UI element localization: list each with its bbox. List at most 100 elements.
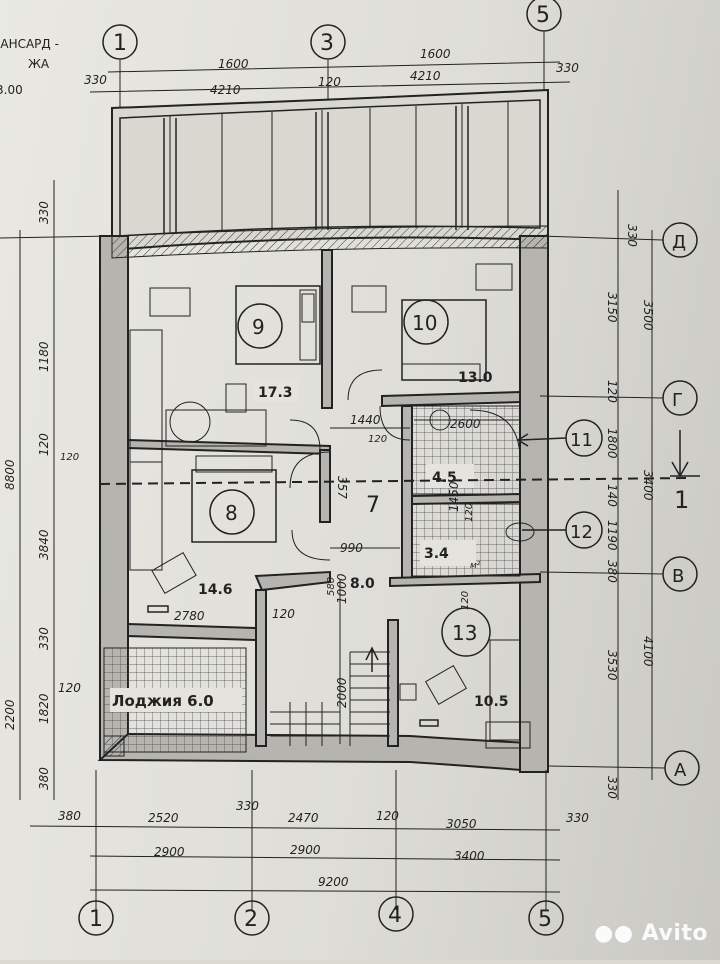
dim-left: 330 — [37, 201, 51, 224]
dim-bottom: 380 — [58, 809, 81, 823]
room-number: 9 — [252, 315, 265, 339]
axis-label: 5 — [538, 907, 552, 932]
axis-label: 3 — [320, 31, 334, 56]
dim-top: 4210 — [210, 83, 241, 97]
dim-inner: 1440 — [350, 413, 381, 427]
axis-marker-bottom-2: 2 — [234, 900, 270, 936]
axis-label: 2 — [244, 907, 258, 932]
dim-bottom: 2900 — [290, 843, 321, 857]
axis-marker-right-A: А — [547, 750, 700, 786]
top-dimensions: 1600 1600 330 4210 120 4210 330 — [84, 32, 579, 115]
axis-marker-top-5: 5 — [526, 0, 562, 32]
dim-right: 380 — [605, 560, 619, 583]
unit-label: м² — [470, 561, 481, 571]
bed-room-10 — [401, 299, 487, 381]
axis-marker-right-D: Д — [539, 222, 698, 258]
dim-inner: 2000 — [335, 677, 349, 708]
axis-label: А — [674, 760, 687, 781]
dim-left: 120 — [37, 433, 51, 456]
axis-marker-top-1: 1 — [102, 24, 138, 60]
dim-left: 1180 — [37, 341, 51, 372]
dim-inner: 120 — [460, 591, 471, 610]
dim-bottom: 330 — [236, 799, 259, 813]
dim-right: 1190 — [605, 520, 619, 551]
dim-top: 1600 — [218, 57, 249, 71]
dim-inner: 120 — [368, 434, 387, 445]
dim-top: 330 — [84, 73, 107, 87]
cut-label: 12 — [570, 522, 593, 543]
dim-left: 2200 — [3, 699, 17, 730]
bed-room-8 — [191, 455, 277, 543]
dim-right: 3400 — [641, 470, 655, 501]
section-label: 1 — [674, 486, 689, 514]
dim-right: 4100 — [641, 636, 655, 667]
dim-bottom: 330 — [566, 811, 589, 825]
axis-label: В — [672, 566, 684, 587]
axis-label: Д — [672, 232, 686, 253]
watermark-text: Avito — [641, 921, 708, 946]
cut-marker-11: 11 — [516, 419, 603, 457]
axis-label: Г — [672, 390, 683, 411]
dim-inner: 990 — [340, 541, 363, 555]
staircase — [270, 646, 390, 746]
cut-marker-12: 12 — [522, 511, 603, 549]
dim-right: 140 — [605, 484, 619, 507]
loggia: Лоджия 6.0 — [103, 647, 247, 757]
axis-marker-right-G: Г — [539, 380, 698, 416]
axis-marker-bottom-1: 1 — [78, 900, 114, 936]
dim-bottom: 3400 — [454, 849, 485, 863]
dim-top: 120 — [318, 75, 341, 89]
loggia-label: Лоджия 6.0 — [112, 692, 214, 710]
dim-inner: 2780 — [174, 609, 205, 623]
dim-left: 120 — [58, 681, 81, 695]
axis-marker-bottom-5: 5 — [528, 900, 564, 936]
left-dimensions: 330 1180 120 3840 330 1820 380 8800 120 … — [0, 180, 113, 800]
dim-inner: 1000 — [335, 573, 349, 604]
dim-left: 8800 — [3, 459, 17, 490]
axis-marker-top-3: 3 — [310, 24, 346, 60]
dim-inner: 2600 — [450, 417, 481, 431]
inner-dimensions: 1440 120 2600 357 990 1450 1000 580 2000… — [60, 413, 520, 744]
room-13: 13 10.5 — [441, 607, 509, 710]
dim-right: 330 — [625, 224, 639, 247]
bottom-dimensions: 380 2520 330 2470 120 3050 330 2900 2900… — [29, 770, 589, 910]
room-7: 7 8.0 — [350, 493, 380, 592]
dim-top: 330 — [556, 61, 579, 75]
room-area: 8.0 — [350, 576, 375, 592]
furniture-misc — [147, 263, 531, 749]
dim-bottom: 2900 — [154, 845, 185, 859]
title-line-3: 3.00 — [0, 83, 23, 97]
axis-label: 1 — [113, 31, 127, 56]
axis-marker-bottom-4: 4 — [378, 896, 414, 932]
axis-label: 5 — [536, 3, 550, 28]
avito-watermark: ●● Avito — [594, 921, 708, 946]
room-9: 9 17.3 — [237, 303, 298, 402]
room-number: 7 — [366, 493, 380, 518]
dim-top: 1600 — [420, 47, 451, 61]
dim-inner: 120 — [272, 607, 295, 621]
dim-left: 3840 — [37, 529, 51, 560]
dim-inner: 120 — [60, 452, 79, 463]
dim-right: 120 — [605, 380, 619, 403]
room-number: 8 — [225, 501, 238, 525]
cut-label: 11 — [570, 430, 593, 451]
section-line: 1 — [99, 430, 700, 514]
room-area: 14.6 — [198, 582, 233, 598]
room-number: 13 — [452, 621, 477, 645]
dim-right: 3150 — [605, 292, 619, 323]
room-8: 8 14.6 — [198, 489, 255, 598]
axis-marker-right-V: В — [539, 556, 698, 592]
dim-inner: 120 — [464, 503, 475, 522]
room-number: 10 — [412, 311, 437, 335]
dim-right: 330 — [605, 776, 619, 799]
title-line-2: ЖА — [28, 57, 50, 71]
room-area: 10.5 — [474, 694, 509, 710]
dim-right: 3500 — [641, 300, 655, 331]
axis-label: 4 — [388, 903, 402, 928]
dim-bottom: 2520 — [148, 811, 179, 825]
dim-inner: 1450 — [447, 481, 461, 512]
dim-right: 1800 — [605, 428, 619, 459]
dim-left: 380 — [37, 767, 51, 790]
